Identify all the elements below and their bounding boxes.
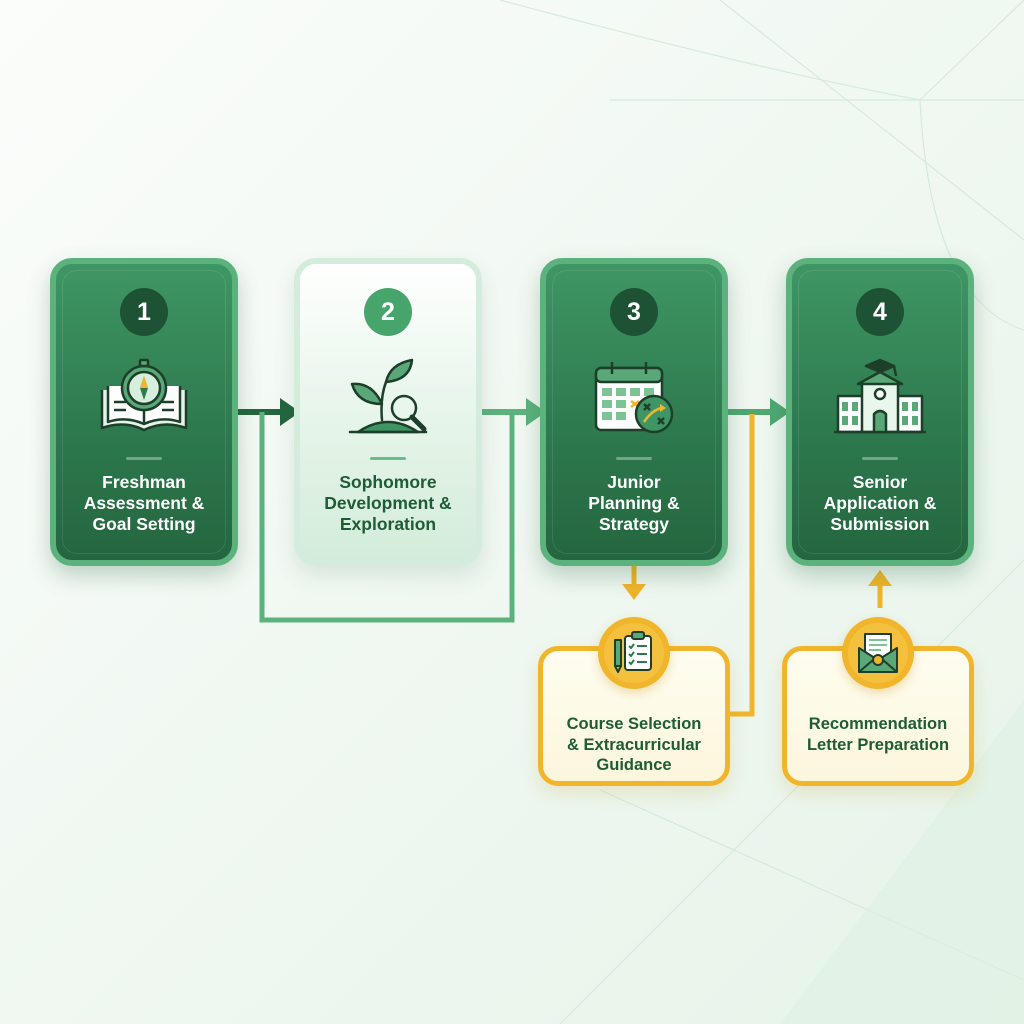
arrow-recommendation-to-stage4 bbox=[868, 570, 892, 608]
course-selection-label-line-3: Guidance bbox=[596, 756, 672, 774]
stage-3-label: Junior Planning & Strategy bbox=[552, 472, 716, 535]
stage-2-label-line-2: Development & bbox=[324, 493, 452, 513]
calendar-strategy-icon bbox=[594, 362, 674, 434]
stage-1-label-line-1: Freshman bbox=[102, 472, 186, 492]
stage-1-label-line-2: Assessment & bbox=[83, 493, 205, 513]
loop-connector bbox=[259, 412, 515, 623]
recommendation-letter-task-card[interactable]: Recommendation Letter Preparation bbox=[782, 617, 974, 786]
stage-2-card[interactable]: 2 Sophomore Development & Exploration bbox=[294, 258, 482, 566]
stage-2-divider bbox=[370, 457, 406, 460]
stage-1-label-line-3: Goal Setting bbox=[92, 514, 196, 534]
stage-3-divider bbox=[616, 457, 652, 460]
recommendation-label: Recommendation Letter Preparation bbox=[791, 714, 965, 755]
stage-3-number-badge: 3 bbox=[610, 288, 658, 336]
gold-link-line bbox=[728, 414, 755, 717]
stage-1-divider bbox=[126, 457, 162, 460]
stage-2-label-line-3: Exploration bbox=[339, 514, 437, 534]
stage-4-label: Senior Application & Submission bbox=[798, 472, 962, 535]
stage-4-label-line-2: Application & bbox=[823, 493, 937, 513]
stage-1-number-badge: 1 bbox=[120, 288, 168, 336]
stage-2-label: Sophomore Development & Exploration bbox=[306, 472, 470, 535]
university-building-icon bbox=[834, 358, 926, 434]
course-selection-label-line-1: Course Selection bbox=[566, 715, 702, 733]
stage-3-label-line-3: Strategy bbox=[598, 514, 670, 534]
sprout-magnifier-icon bbox=[348, 358, 428, 434]
stage-1-card[interactable]: 1 Freshman Assessment & Goal Setting bbox=[50, 258, 238, 566]
stage-4-label-line-1: Senior bbox=[852, 472, 908, 492]
clipboard-checklist-icon bbox=[614, 631, 652, 673]
arrow-stage1-to-stage2 bbox=[238, 398, 300, 426]
envelope-letter-icon bbox=[858, 633, 898, 673]
stage-4-number-badge: 4 bbox=[856, 288, 904, 336]
stage-4-label-line-3: Submission bbox=[830, 514, 930, 534]
stage-3-label-line-2: Planning & bbox=[588, 493, 680, 513]
course-selection-icon-badge bbox=[598, 617, 670, 689]
arrow-stage2-to-stage3 bbox=[472, 398, 546, 426]
stage-4-card[interactable]: 4 Senior Application & Submission bbox=[786, 258, 974, 566]
stage-2-number-badge: 2 bbox=[364, 288, 412, 336]
stage-3-label-line-1: Junior bbox=[607, 472, 661, 492]
stage-3-card[interactable]: 3 Junior Planning & Strategy bbox=[540, 258, 728, 566]
recommendation-label-line-2: Letter Preparation bbox=[806, 735, 950, 754]
book-compass-icon bbox=[100, 358, 188, 432]
stage-4-divider bbox=[862, 457, 898, 460]
recommendation-label-line-1: Recommendation bbox=[808, 715, 948, 733]
course-selection-task-card[interactable]: Course Selection & Extracurricular Guida… bbox=[538, 617, 730, 786]
arrow-stage3-to-course-task bbox=[622, 562, 646, 600]
recommendation-icon-badge bbox=[842, 617, 914, 689]
stage-1-label: Freshman Assessment & Goal Setting bbox=[62, 472, 226, 535]
course-selection-label: Course Selection & Extracurricular Guida… bbox=[547, 714, 721, 776]
stage-2-label-line-1: Sophomore bbox=[339, 472, 437, 492]
course-selection-label-line-2: & Extracurricular bbox=[567, 735, 701, 754]
